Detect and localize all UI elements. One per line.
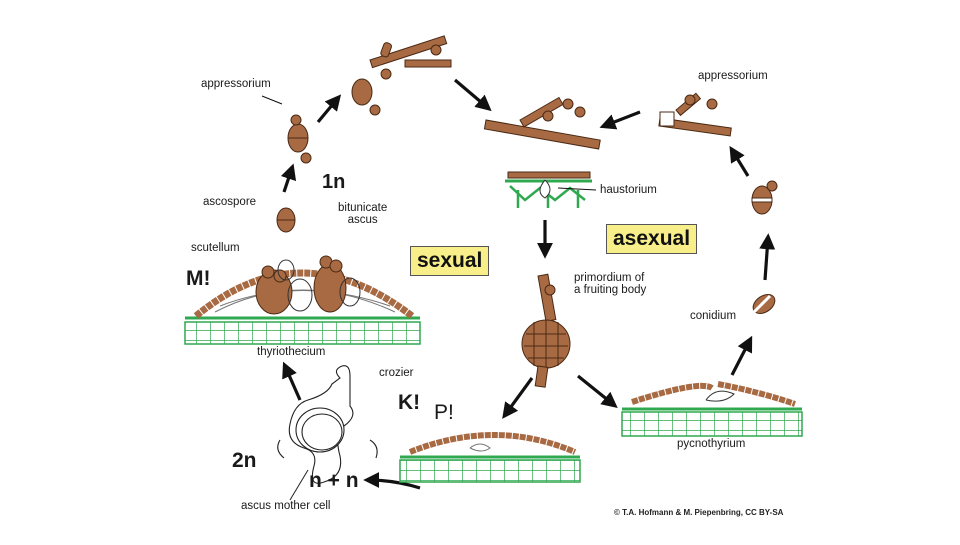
arrow-primordium-left (502, 377, 534, 419)
arrow-crozier-up (282, 361, 302, 401)
label-conidium: conidium (690, 310, 737, 322)
label-n-plus-n: n + n (309, 469, 359, 492)
haustorium-host (505, 171, 597, 208)
label-two-n: 2n (232, 449, 257, 472)
arrow-appressorium-to-hypha (316, 94, 342, 124)
label-p-mark: P! (434, 401, 454, 424)
bottom-fruiting-body (399, 432, 581, 483)
arrow-pycnothyrium-up (730, 335, 753, 376)
appressorium-left (287, 114, 312, 164)
label-bitunicate-ascus: bitunicate ascus (338, 202, 388, 227)
arrow-bottom-left (363, 472, 421, 490)
label-one-n: 1n (322, 171, 346, 193)
thyriothecium-structure (184, 255, 421, 345)
hypha-top-left (351, 35, 452, 116)
conidium-shape (752, 293, 776, 315)
label-thyriothecium: thyriothecium (257, 346, 326, 358)
label-ascospore: ascospore (203, 196, 257, 208)
label-primordium: primordium of a fruiting body (574, 272, 647, 297)
arrow-conidium-up (759, 233, 776, 281)
arrow-primordium-right (576, 374, 618, 409)
label-haustorium: haustorium (600, 184, 657, 196)
arrow-appressorium-right-left (599, 110, 641, 130)
ascospore-cell (276, 207, 296, 233)
label-scutellum: scutellum (191, 242, 240, 254)
conidium-top (751, 180, 778, 215)
crozier-drawing (277, 365, 378, 501)
label-asexual-box: asexual (606, 224, 698, 254)
label-sexual-box: sexual (410, 246, 490, 276)
label-pycnothyrium: pycnothyrium (677, 438, 746, 450)
arrow-hypha-down (453, 78, 492, 112)
label-crozier: crozier (379, 367, 414, 379)
label-m-mark: M! (186, 267, 211, 290)
arrow-ascospore-up (280, 163, 297, 193)
label-k-mark: K! (398, 391, 421, 414)
appressorium-right (658, 92, 732, 137)
label-appressorium-left: appressorium (201, 78, 271, 90)
label-appressorium-right: appressorium (698, 70, 768, 82)
label-ascus-mother-cell: ascus mother cell (241, 500, 331, 512)
hypha-center (483, 96, 601, 150)
arrow-conidium-right-up (729, 145, 750, 177)
pycnothyrium-structure (621, 381, 803, 437)
copyright-credit: © T.A. Hofmann & M. Piepenbring, CC BY-S… (614, 508, 784, 517)
primordium (521, 273, 571, 388)
